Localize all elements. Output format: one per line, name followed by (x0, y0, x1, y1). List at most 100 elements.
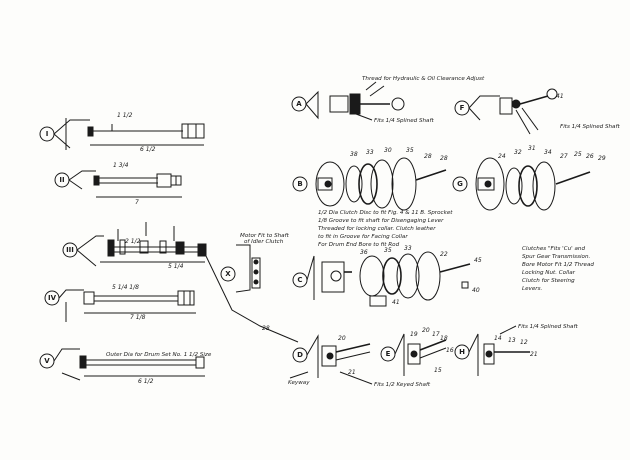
svg-text:Clutches "Fits 'Cu' and: Clutches "Fits 'Cu' and (522, 246, 585, 252)
svg-text:Locking Nut. Collar: Locking Nut. Collar (522, 270, 576, 276)
dim-III-length: 5 1/4 (168, 263, 184, 270)
dim-I-top: 1 1/2 (117, 112, 133, 119)
shaft-III: III 2 1/2 5 1/4 (62, 222, 207, 270)
label-A: A (296, 100, 302, 108)
svg-text:1/2 Dia Clutch Disc to fit Fig: 1/2 Dia Clutch Disc to fit Fig. 4 & 11 B… (318, 210, 453, 216)
svg-text:Clutch for Steering: Clutch for Steering (522, 278, 575, 284)
label-IV: IV (48, 294, 57, 302)
svg-text:20: 20 (422, 327, 430, 334)
right-note-block: Clutches "Fits 'Cu' and Spur Gear Transm… (522, 246, 594, 292)
svg-text:30: 30 (384, 147, 392, 154)
svg-text:32: 32 (514, 149, 522, 156)
svg-text:15: 15 (434, 367, 442, 374)
svg-text:35: 35 (406, 147, 414, 154)
svg-text:40: 40 (472, 287, 480, 294)
B-part-numbers: 38 33 30 35 28 28 (350, 147, 448, 162)
svg-text:27: 27 (560, 153, 568, 160)
svg-text:21: 21 (348, 369, 356, 376)
dim-IV-top: 5 1/4 1/8 (112, 284, 139, 291)
X-note-2: of Idler Clutch (244, 239, 284, 245)
dim-IV-length: 7 1/8 (130, 314, 146, 321)
shaft-IV: IV 5 1/4 1/8 7 1/8 (44, 284, 196, 322)
svg-text:17: 17 (432, 331, 440, 338)
svg-text:21: 21 (530, 351, 538, 358)
svg-text:to fit in Groove for Facing Co: to fit in Groove for Facing Collar (318, 234, 408, 240)
dim-II-length: 7 (135, 199, 139, 206)
label-F: F (460, 104, 465, 112)
svg-text:Bore Motor Fit 1/2 Thread: Bore Motor Fit 1/2 Thread (522, 262, 594, 268)
F-bottom-note: Fits 1/4 Splined Shaft (560, 124, 620, 130)
svg-text:18: 18 (440, 335, 448, 342)
A-top-note: Thread for Hydraulic & Oil Clearance Adj… (362, 76, 485, 82)
label-X: X (225, 270, 231, 278)
X-note-1: Motor Fit to Shaft (240, 233, 290, 239)
svg-text:45: 45 (474, 257, 482, 264)
link-line-III-D (205, 255, 299, 343)
label-II: II (59, 176, 64, 184)
H-top-note: Fits 1/4 Splined Shaft (518, 324, 578, 330)
svg-text:29: 29 (598, 155, 606, 162)
label-G: G (457, 180, 463, 188)
svg-text:38: 38 (350, 151, 358, 158)
svg-text:28: 28 (440, 155, 448, 162)
G-part-numbers: 24 32 31 34 27 25 26 29 (498, 145, 606, 162)
dim-I-length: 6 1/2 (140, 146, 156, 153)
dim-V-length: 6 1/2 (138, 378, 154, 385)
label-D: D (297, 351, 303, 359)
svg-text:16: 16 (446, 347, 454, 354)
svg-text:41: 41 (392, 299, 400, 306)
svg-text:33: 33 (366, 149, 374, 156)
part-A: A Thread for Hydraulic & Oil Clearance A… (291, 76, 485, 124)
shaft-I: I 6 1/2 1 1/2 (39, 112, 205, 153)
svg-text:35: 35 (384, 247, 392, 254)
svg-text:14: 14 (494, 335, 502, 342)
shaft-II: II 1 3/4 7 (54, 162, 182, 206)
svg-text:20: 20 (338, 335, 346, 342)
shaft-V: V Outer Dia for Drum Set No. 1 1/2 Size … (39, 348, 212, 385)
dim-II-top: 1 3/4 (113, 162, 129, 169)
svg-text:34: 34 (544, 149, 552, 156)
label-H: H (459, 348, 465, 356)
label-B: B (297, 180, 302, 188)
svg-text:31: 31 (528, 145, 536, 152)
svg-text:Levers.: Levers. (522, 286, 543, 292)
center-note-block: 1/2 Dia Clutch Disc to fit Fig. 4 & 11 B… (318, 210, 453, 248)
shaft-V-note: Outer Dia for Drum Set No. 1 1/2 Size (106, 352, 212, 358)
D-fits-note: Fits 1/2 Keyed Shaft (374, 382, 431, 388)
svg-text:28: 28 (262, 325, 270, 332)
label-E: E (386, 350, 391, 358)
svg-text:Spur Gear Transmission.: Spur Gear Transmission. (522, 254, 591, 260)
label-I: I (46, 130, 49, 138)
part-H: H 14 13 12 21 Fits 1/4 Splined Shaft (454, 324, 578, 376)
svg-text:41: 41 (556, 93, 564, 100)
C-part-numbers: 36 35 33 22 41 (360, 245, 448, 306)
part-G: G 24 32 31 34 27 25 26 29 (452, 145, 606, 211)
A-bottom-note: Fits 1/4 Splined Shaft (374, 118, 434, 124)
svg-text:25: 25 (574, 151, 582, 158)
svg-text:19: 19 (410, 331, 418, 338)
dim-III-mid: 2 1/2 (125, 238, 141, 245)
svg-text:33: 33 (404, 245, 412, 252)
svg-text:24: 24 (498, 153, 506, 160)
label-circle-B (292, 176, 308, 192)
D-keyway-note: Keyway (288, 380, 310, 386)
svg-text:36: 36 (360, 249, 368, 256)
label-circle-G (452, 176, 468, 192)
shaft-I-end (87, 126, 94, 137)
label-circle-X (220, 266, 236, 282)
svg-text:22: 22 (440, 251, 448, 258)
part-X: X Motor Fit to Shaft of Idler Clutch 28 (205, 233, 299, 343)
label-V: V (44, 357, 50, 365)
svg-text:28: 28 (424, 153, 432, 160)
part-E: E 19 20 17 18 16 15 (380, 327, 454, 376)
part-F: F 41 Fits 1/4 Splined Shaft (454, 88, 620, 135)
svg-text:1/8 Groove to fit shaft for Di: 1/8 Groove to fit shaft for Disengaging … (318, 218, 444, 224)
svg-text:13: 13 (508, 337, 516, 344)
part-D: D 20 21 Keyway Fits 1/2 Keyed Shaft (288, 334, 431, 388)
E-part-numbers: 19 20 17 18 16 15 (410, 327, 454, 374)
svg-text:12: 12 (520, 339, 528, 346)
svg-text:For Drum End Bore to fit Rod: For Drum End Bore to fit Rod (318, 242, 400, 248)
svg-text:26: 26 (586, 153, 594, 160)
